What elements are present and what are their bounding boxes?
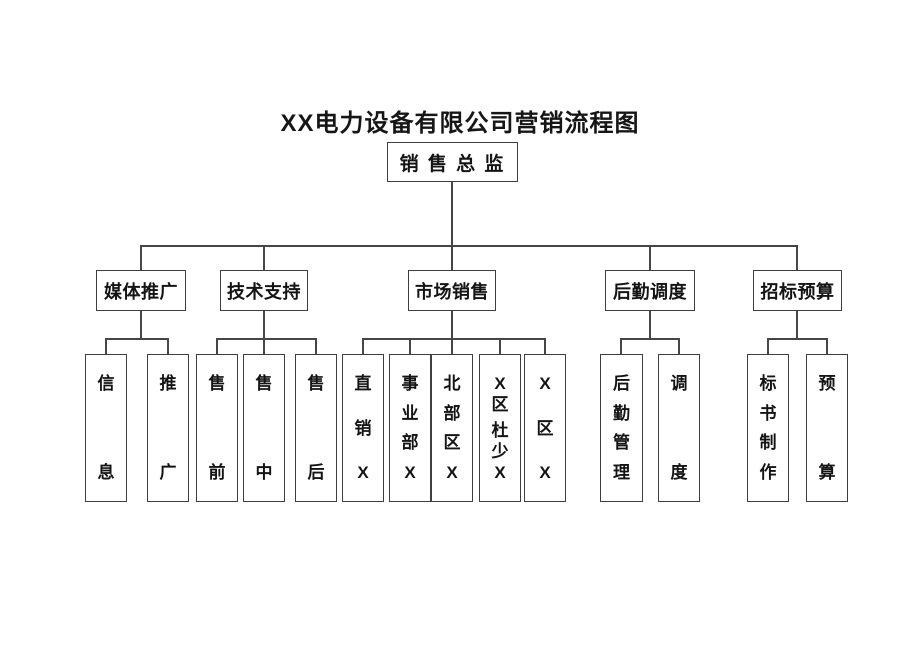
connector-line [263, 245, 265, 271]
vertical-label-char: X [494, 374, 506, 393]
vertical-label-char: 少 [491, 441, 509, 461]
node-information: 信息 [85, 354, 127, 502]
node-market-sales: 市场销售 [408, 270, 496, 311]
vertical-label-char: 售 [307, 374, 325, 393]
connector-line [315, 338, 317, 354]
vertical-label-char: 部 [443, 403, 461, 423]
connector-line [649, 311, 651, 338]
vertical-label-char: 区 [443, 433, 461, 453]
node-dispatch: 调度 [658, 354, 700, 502]
connector-line [767, 338, 769, 354]
node-logistics-management: 后勤管理 [600, 354, 643, 502]
connector-line [362, 338, 364, 354]
connector-line [649, 245, 651, 271]
connector-line [140, 245, 142, 271]
vertical-label-char: 推 [159, 374, 177, 393]
connector-line [216, 338, 317, 340]
connector-line [767, 338, 828, 340]
vertical-label-char: 业 [401, 403, 419, 423]
connector-line [499, 338, 501, 354]
node-tech-support: 技术支持 [220, 270, 308, 311]
vertical-label-char: 部 [401, 433, 419, 453]
node-x-region: X 区 X [524, 354, 566, 502]
vertical-label-char: X [494, 462, 506, 482]
vertical-label-char: 区 [491, 395, 509, 415]
connector-line [796, 245, 798, 271]
node-bid-budget: 招标预算 [753, 270, 842, 311]
vertical-label-char: 理 [613, 462, 630, 482]
node-midsale: 售中 [243, 354, 285, 502]
node-label: 技术支持 [227, 281, 301, 302]
vertical-label-char: X [446, 462, 458, 482]
vertical-label-char: 中 [255, 463, 273, 482]
connector-line [620, 338, 680, 340]
vertical-label-char: 广 [159, 463, 177, 482]
vertical-label-char: 售 [255, 374, 273, 393]
node-presale: 售前 [196, 354, 238, 502]
node-media-promotion: 媒体推广 [96, 270, 186, 311]
node-logistics-dispatch: 后勤调度 [605, 270, 695, 311]
vertical-label-char: 信 [97, 374, 115, 393]
connector-line [796, 311, 798, 338]
node-sales-director: 销 售 总 监 [387, 142, 518, 182]
vertical-label-char: X [357, 463, 369, 482]
vertical-label-char: 预 [818, 374, 836, 393]
connector-line [216, 338, 218, 354]
vertical-label-char: X [539, 374, 551, 393]
vertical-label-char: 标 [759, 374, 777, 393]
connector-line [826, 338, 828, 354]
vertical-label-char: 管 [613, 433, 630, 453]
connector-line [451, 338, 453, 354]
vertical-label-char: 算 [818, 463, 836, 482]
vertical-label-char: 后 [613, 374, 630, 393]
connector-line [105, 338, 169, 340]
connector-line [678, 338, 680, 354]
vertical-label-char: 勤 [613, 403, 630, 423]
connector-line [451, 311, 453, 338]
node-bid-document-production: 标书制作 [747, 354, 789, 502]
node-aftersale: 售后 [295, 354, 337, 502]
connector-line [140, 311, 142, 338]
node-label: 媒体推广 [104, 281, 178, 302]
vertical-label-char: 事 [401, 374, 419, 393]
vertical-label-char: 息 [97, 463, 115, 482]
connector-line [263, 311, 265, 338]
vertical-label-char: X [539, 463, 551, 482]
vertical-label-char: 北 [443, 374, 461, 393]
connector-line [105, 338, 107, 354]
connector-line [409, 338, 411, 354]
connector-line [263, 338, 265, 354]
vertical-label-char: 制 [759, 433, 777, 453]
connector-line [451, 182, 453, 245]
vertical-label-char: 直 [354, 374, 372, 393]
vertical-label-char: 后 [307, 463, 325, 482]
vertical-label-char: 区 [536, 418, 554, 438]
vertical-label-char: 销 [354, 418, 372, 438]
node-label: 后勤调度 [613, 281, 687, 302]
connector-line [620, 338, 622, 354]
node-budget: 预算 [806, 354, 848, 502]
node-label: 市场销售 [415, 281, 489, 302]
connector-line [451, 245, 453, 271]
connector-line [544, 338, 546, 354]
vertical-label-char: 调 [670, 374, 688, 393]
vertical-label-char: X [404, 462, 416, 482]
node-promotion: 推广 [147, 354, 189, 502]
connector-line [140, 245, 798, 247]
vertical-label-char: 作 [759, 462, 777, 482]
connector-line [362, 338, 546, 340]
vertical-label-char: 前 [208, 463, 226, 482]
connector-line [167, 338, 169, 354]
node-direct-sales: 直销 X [342, 354, 384, 502]
page-title: XX电力设备有限公司营销流程图 [280, 110, 640, 137]
vertical-label-char: 售 [208, 374, 226, 393]
node-label: 销 售 总 监 [399, 153, 506, 175]
vertical-label-char: 杜 [491, 420, 509, 440]
vertical-label-char: 书 [759, 403, 777, 423]
vertical-label-char: 度 [670, 463, 688, 482]
node-label: 招标预算 [760, 281, 835, 302]
